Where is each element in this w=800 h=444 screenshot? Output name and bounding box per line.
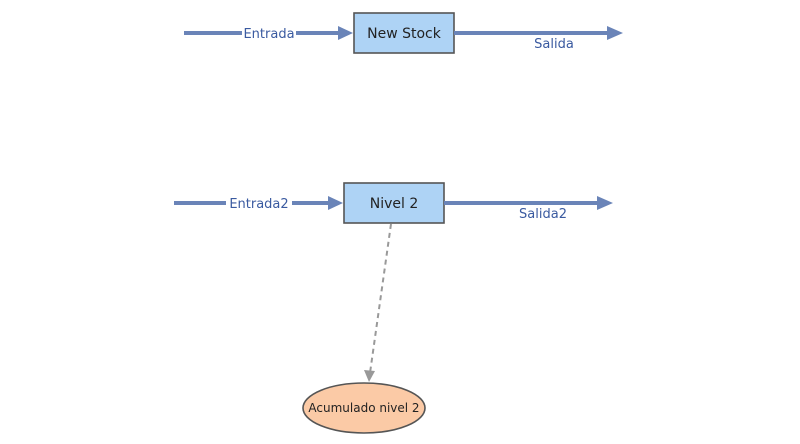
aux-acumulado-ellipse — [302, 382, 426, 434]
flow-salida-label-bg — [532, 36, 577, 51]
stock-nivel2-label: Nivel 2 — [370, 196, 419, 212]
flow-salida2-label-bg — [516, 206, 570, 221]
flow-entrada2-arrowhead — [328, 196, 343, 210]
stock-new-stock-label: New Stock — [367, 26, 442, 42]
flow-entrada-label: Entrada — [243, 27, 294, 42]
flow-salida2-arrowhead — [597, 196, 613, 210]
flow-salida[interactable]: Salida — [454, 26, 623, 52]
flow-entrada2[interactable]: Entrada2 — [174, 195, 343, 212]
link-arrowhead — [364, 370, 375, 382]
flow-entrada-label-bg — [242, 25, 296, 41]
stock-nivel2-box — [343, 182, 445, 224]
flow-salida2[interactable]: Salida2 — [444, 196, 613, 222]
aux-acumulado-label: Acumulado nivel 2 — [308, 401, 419, 415]
flow-entrada2-label-bg — [226, 195, 292, 211]
flow-entrada[interactable]: Entrada — [184, 25, 353, 42]
link-line — [369, 223, 392, 374]
flow-entrada2-label: Entrada2 — [229, 197, 288, 212]
link-nivel2-to-acumulado[interactable] — [364, 223, 392, 382]
flow-salida-label: Salida — [534, 37, 574, 52]
flow-salida2-label: Salida2 — [519, 207, 567, 222]
aux-acumulado-nivel2[interactable]: Acumulado nivel 2 — [302, 382, 426, 434]
stock-new-stock[interactable]: New Stock — [353, 12, 455, 54]
flow-salida-arrowhead — [607, 26, 623, 40]
stock-nivel2[interactable]: Nivel 2 — [343, 182, 445, 224]
flow-entrada-arrowhead — [338, 26, 353, 40]
